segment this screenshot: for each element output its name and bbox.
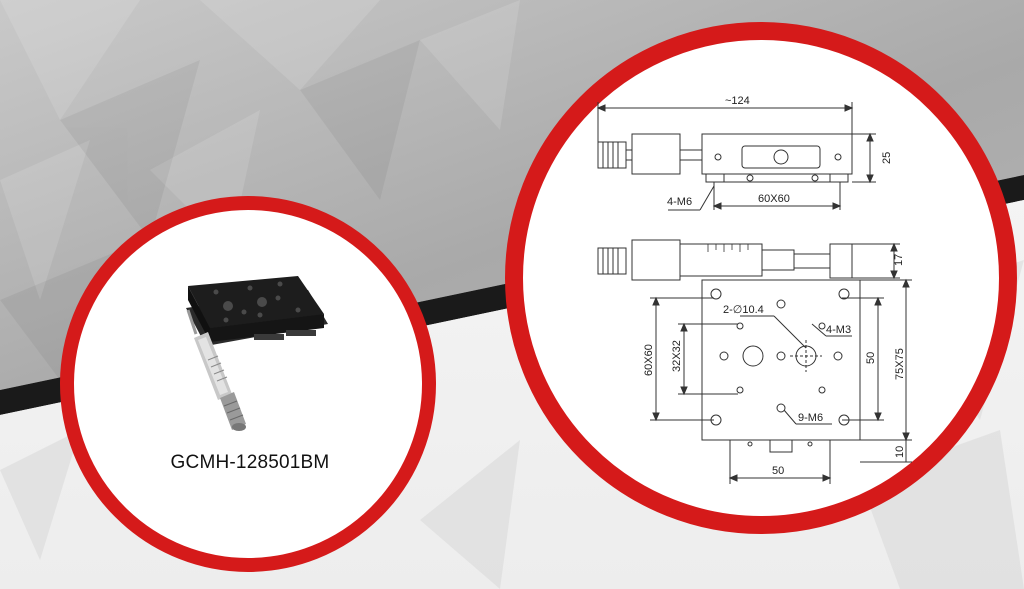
dim-mount-pattern: 60X60 [758,193,790,205]
dim-large-holes: 2-∅10.4 [723,304,764,316]
dim-mount-holes: 4-M6 [667,196,692,208]
dim-small-holes: 4-M3 [826,324,851,336]
product-model-label: GCMH-128501BM [170,452,330,473]
dim-overall-length: ~124 [725,95,750,107]
dim-height-17: 17 [893,254,905,266]
dim-height-25: 25 [881,152,893,164]
linear-stage-photo [186,276,328,431]
dim-threaded-holes: 9-M6 [798,412,823,424]
dim-pitch-horizontal: 50 [772,465,784,477]
dim-outer-pattern: 60X60 [643,344,655,376]
dim-platform-size: 75X75 [894,348,906,380]
dim-bottom-offset: 10 [894,446,906,458]
dim-pitch-vertical: 50 [865,352,877,364]
dim-inner-pattern: 32X32 [671,340,683,372]
